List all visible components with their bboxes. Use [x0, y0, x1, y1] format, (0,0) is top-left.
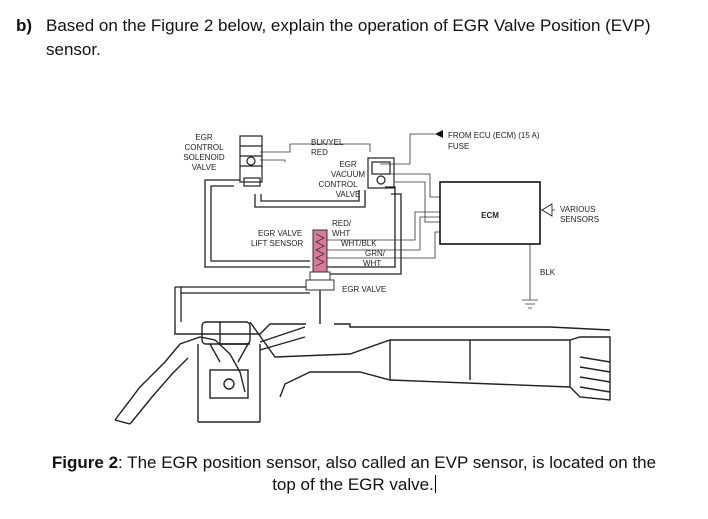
arrow-left-icon: [435, 130, 443, 138]
caption-label: Figure 2: [51, 453, 119, 472]
question-line-2: sensor.: [46, 40, 101, 59]
svg-text:VALVE: VALVE: [192, 163, 217, 172]
svg-text:FROM ECU (ECM) (15 A): FROM ECU (ECM) (15 A): [448, 131, 540, 140]
evp-sensor: [305, 229, 335, 291]
svg-text:WHT/BLK: WHT/BLK: [341, 239, 377, 248]
svg-text:RED: RED: [311, 148, 328, 157]
question-line-1: Based on the Figure 2 below, explain the…: [46, 16, 651, 35]
svg-text:VALVE: VALVE: [336, 190, 361, 199]
svg-text:GRN/: GRN/: [365, 249, 386, 258]
svg-text:FUSE: FUSE: [448, 142, 469, 151]
svg-text:WHT: WHT: [363, 259, 381, 268]
ecm-box: [439, 181, 541, 245]
vacuum-hoses: [174, 179, 402, 322]
question-label: b): [16, 16, 33, 35]
svg-text:VARIOUS: VARIOUS: [560, 205, 595, 214]
vacuum-control-valve: [367, 157, 395, 189]
svg-text:RED/: RED/: [332, 219, 352, 228]
engine-block: [114, 321, 261, 425]
wiring: [260, 133, 555, 309]
arrow-open-icon: [541, 203, 553, 217]
svg-text:EGR: EGR: [339, 160, 357, 169]
egr-system-diagram: EGR CONTROL SOLENOID VALVE BLK/YEL RED E…: [110, 122, 630, 430]
svg-text:SENSORS: SENSORS: [560, 215, 599, 224]
text-cursor: [434, 475, 436, 493]
svg-text:WHT: WHT: [332, 229, 350, 238]
egr-solenoid-valve: [239, 135, 263, 187]
diagram-labels: EGR CONTROL SOLENOID VALVE BLK/YEL RED E…: [183, 131, 599, 294]
svg-text:ECM: ECM: [481, 211, 499, 220]
svg-text:EGR VALVE: EGR VALVE: [258, 229, 302, 238]
caption-text: : The EGR position sensor, also called a…: [118, 453, 657, 472]
question-text: b) Based on the Figure 2 below, explain t…: [16, 14, 706, 62]
exhaust-system: [174, 290, 611, 401]
svg-text:LIFT SENSOR: LIFT SENSOR: [251, 239, 304, 248]
caption-line-2: top of the EGR valve.: [272, 475, 434, 494]
svg-text:CONTROL: CONTROL: [184, 143, 224, 152]
svg-text:VACUUM: VACUUM: [331, 170, 365, 179]
svg-text:CONTROL: CONTROL: [318, 180, 358, 189]
svg-text:EGR: EGR: [195, 133, 213, 142]
svg-text:EGR VALVE: EGR VALVE: [342, 285, 386, 294]
figure-caption: Figure 2: The EGR position sensor, also …: [0, 452, 708, 496]
svg-text:BLK: BLK: [540, 268, 556, 277]
svg-text:BLK/YEL: BLK/YEL: [311, 138, 344, 147]
svg-text:SOLENOID: SOLENOID: [183, 153, 225, 162]
